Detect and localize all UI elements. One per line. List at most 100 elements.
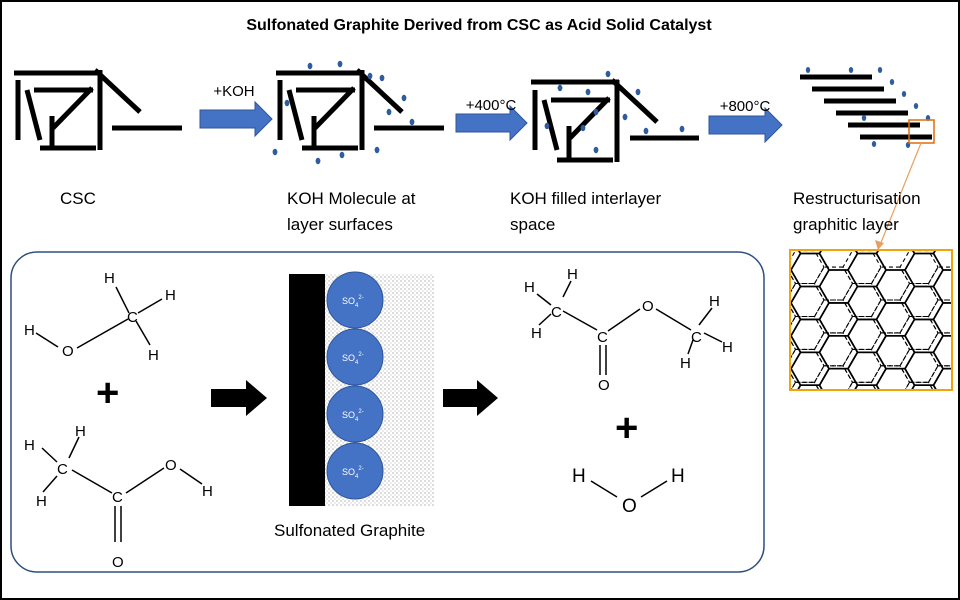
lattice-hexagon-lower: [899, 251, 939, 285]
lattice-hexagon-lower: [899, 282, 939, 318]
lattice-hexagon-lower: [758, 432, 796, 465]
acetic-acid-molecule: H H H C C O H O: [24, 423, 213, 571]
lattice-hexagon-upper: [763, 402, 801, 435]
caption-restructure-line2: graphitic layer: [793, 215, 899, 234]
ester-h-left: H: [524, 279, 535, 296]
lattice-hexagon-lower: [870, 266, 911, 301]
water-h-left: H: [572, 466, 586, 487]
graphite-lattice-zoom: [758, 249, 960, 465]
methanol-molecule: H O C H H H: [24, 270, 176, 364]
methanol-h-right: H: [165, 287, 176, 304]
acid-h-bottom: H: [36, 493, 47, 510]
lattice-hexagon-lower: [872, 399, 910, 432]
lattice-hexagon-upper: [932, 335, 951, 370]
arrow-400c: [455, 104, 528, 142]
sulfonate-label: SO42-: [342, 352, 364, 366]
lattice-hexagon-lower: [899, 315, 939, 350]
sulfonate-label: SO42-: [342, 466, 364, 480]
sulfonated-graphite-catalyst: SO42- SO42- SO42- SO42-: [289, 271, 434, 506]
caption-koh-surface-line1: KOH Molecule at: [287, 189, 416, 208]
lattice-hexagon-upper: [820, 402, 858, 435]
acid-h-top: H: [75, 423, 86, 440]
sulfonate-label: SO42-: [342, 295, 364, 309]
reaction-arrow-out: [443, 380, 498, 416]
lattice-hexagon-lower: [815, 399, 853, 432]
lattice-hexagon-lower: [929, 399, 960, 432]
methanol-c: C: [127, 309, 138, 326]
csc-structure: [14, 68, 182, 151]
caption-csc: CSC: [60, 189, 96, 208]
plus-sign-reactants: +: [96, 371, 119, 415]
sulfonate-sphere: [326, 328, 384, 386]
lattice-hexagon-lower: [842, 251, 882, 285]
ester-h-top: H: [567, 266, 578, 283]
lattice-hexagon-lower: [899, 348, 939, 383]
lattice-hexagon-lower: [900, 415, 938, 448]
acid-hydroxyl-o: O: [165, 457, 177, 474]
catalyst-label: Sulfonated Graphite: [274, 521, 425, 540]
lattice-hexagon-lower: [758, 399, 796, 432]
ester-h-bottom-left: H: [531, 325, 542, 342]
acid-hydroxyl-h: H: [202, 483, 213, 500]
ester-methyl-h-top: H: [709, 293, 720, 310]
sulfonate-sphere: [326, 442, 384, 500]
ester-carbonyl-o: O: [598, 377, 610, 394]
methanol-h-bottom: H: [148, 347, 159, 364]
arrow-label-800c: +800°C: [720, 98, 771, 115]
plus-sign-products: +: [615, 406, 638, 450]
ester-ch3-c: C: [551, 304, 562, 321]
lattice-hexagon-lower: [786, 415, 824, 448]
caption-koh-filled-line1: KOH filled interlayer: [510, 189, 662, 208]
water-h-right: H: [671, 466, 685, 487]
sulfonate-sphere: [326, 271, 384, 329]
lattice-hexagon-upper: [934, 402, 960, 435]
koh-surface-structure: [272, 60, 444, 165]
methyl-acetate-molecule: H H H C C O C H H H O: [524, 266, 733, 394]
lattice-hexagon-upper: [877, 402, 915, 435]
ester-methyl-h-bottom: H: [680, 355, 691, 372]
methanol-h-left: H: [24, 322, 35, 339]
acid-carbonyl-o: O: [112, 554, 124, 571]
acid-h-left: H: [24, 437, 35, 454]
arrow-label-400c: +400°C: [466, 97, 517, 114]
water-molecule: H O H: [572, 466, 685, 517]
arrow-label-koh: +KOH: [213, 83, 254, 100]
caption-restructure-line1: Restructurisation: [793, 189, 921, 208]
lattice-hexagon-lower: [927, 299, 951, 334]
lattice-hexagon-upper: [932, 302, 951, 337]
caption-koh-filled-line2: space: [510, 215, 555, 234]
methanol-h-top: H: [104, 270, 115, 287]
arrow-800c: [708, 106, 783, 144]
sulfonate-sphere: [326, 385, 384, 443]
diagram-title: Sulfonated Graphite Derived from CSC as …: [246, 17, 712, 34]
reaction-panel: [10, 251, 765, 573]
ester-carbonyl-c: C: [597, 329, 608, 346]
lattice-hexagon-upper: [932, 367, 951, 389]
lattice-hexagon-upper: [932, 251, 951, 271]
lattice-hexagon-lower: [843, 415, 881, 448]
reaction-arrow-in: [211, 380, 267, 416]
koh-filled-structure: [531, 70, 699, 163]
arrow-koh: [199, 100, 273, 138]
sulfonate-label: SO42-: [342, 409, 364, 423]
water-o: O: [622, 496, 637, 517]
lattice-hexagon-lower: [813, 266, 854, 301]
ester-bridge-o: O: [642, 298, 654, 315]
lattice-hexagon-lower: [927, 365, 951, 389]
lattice-hexagon-lower: [842, 348, 882, 383]
lattice-hexagon-lower: [927, 266, 951, 301]
lattice-hexagon-lower: [842, 282, 882, 318]
lattice-hexagon-lower: [929, 432, 960, 465]
lattice-hexagon-upper: [932, 269, 951, 304]
ester-methyl-h-right: H: [722, 339, 733, 356]
graphitic-layers: [800, 67, 935, 251]
methanol-o: O: [62, 343, 74, 360]
lattice-hexagon-lower: [872, 432, 910, 465]
lattice-hexagon-lower: [842, 315, 882, 350]
acid-ch3-c: C: [57, 461, 68, 478]
lattice-hexagon-lower: [815, 432, 853, 465]
lattice-hexagon-lower: [927, 332, 951, 367]
caption-koh-surface-line2: layer surfaces: [287, 215, 393, 234]
